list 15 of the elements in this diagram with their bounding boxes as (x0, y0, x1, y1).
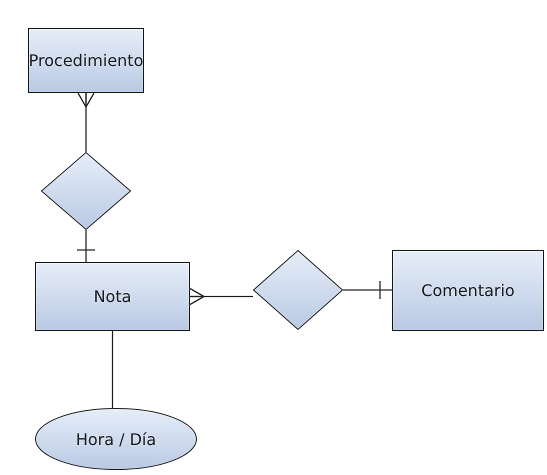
relationship-diamond (253, 250, 343, 330)
entity-box (28, 28, 144, 93)
connector (112, 331, 114, 408)
relationship-diamond (41, 152, 131, 230)
entity-name: Procedimiento (28, 51, 144, 70)
connector (77, 92, 95, 152)
connector (343, 280, 392, 300)
connector (189, 288, 253, 306)
attribute-name: Hora / Día (76, 430, 156, 448)
entity-name: Nota (94, 287, 132, 306)
entity-box (35, 262, 190, 331)
attribute-ellipse (35, 408, 197, 470)
connector (76, 230, 96, 262)
entity-name: Comentario (421, 281, 515, 300)
entity-box (392, 250, 544, 331)
